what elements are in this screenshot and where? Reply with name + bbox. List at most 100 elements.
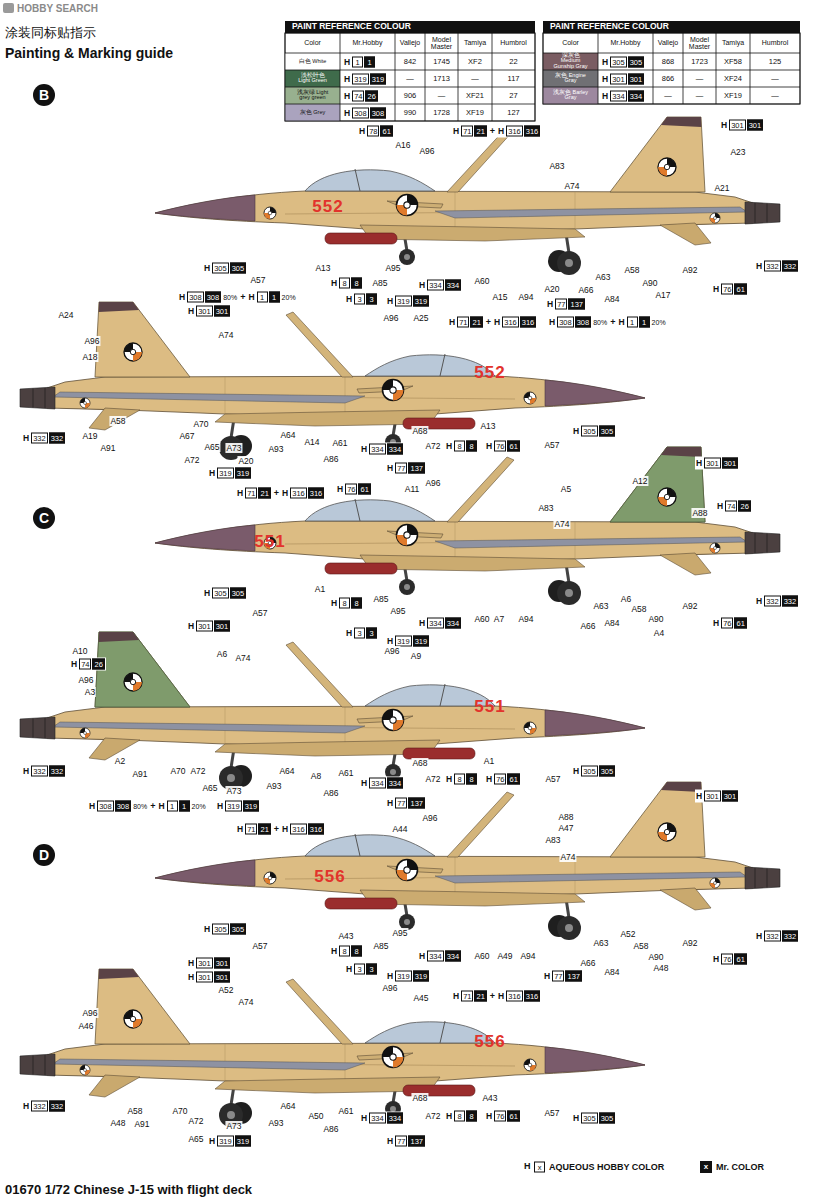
mr-color-code: 319: [413, 636, 430, 647]
table-cell: 1713: [427, 75, 457, 83]
callout-number: A72: [189, 766, 206, 776]
hobby-color-code: 8: [454, 1111, 465, 1122]
paint-prefix: H: [498, 992, 504, 1001]
callout: A10: [71, 646, 88, 656]
callout-number: A20: [543, 284, 560, 294]
callout: A7: [493, 614, 505, 624]
hobby-color-code: 71: [457, 317, 469, 328]
paint-prefix: H: [331, 947, 337, 956]
paint-prefix: H: [331, 599, 337, 608]
mr-color-code: 26: [365, 90, 377, 101]
callout: A15: [491, 292, 508, 302]
callout-number: A92: [681, 265, 698, 275]
table-cell-box: —: [760, 75, 790, 83]
paint-prefix: H: [188, 959, 194, 968]
callout: A20: [543, 284, 560, 294]
callout-number: A13: [314, 263, 331, 273]
hobby-color-code: 316: [502, 317, 519, 328]
table-cell-box: XF58: [718, 58, 748, 66]
paint-prefix: H: [204, 264, 210, 273]
paint-prefix: H: [446, 1112, 452, 1121]
callout: A52: [619, 929, 636, 939]
mr-color-code: 319: [243, 801, 260, 812]
table-cell-box: —: [653, 92, 683, 100]
paint-prefix: H: [361, 779, 367, 788]
callout: A3: [84, 687, 96, 697]
paint-callout: H301301: [187, 305, 231, 318]
table-cell: 1723: [685, 58, 715, 66]
mr-color-code: 301: [214, 621, 231, 632]
mr-color-code: 3: [366, 628, 377, 639]
callout-number: A88: [691, 508, 708, 518]
paint-callout: H7121+H316316: [452, 125, 541, 138]
callout-number: A9: [410, 651, 422, 661]
callout: A12: [631, 476, 648, 486]
table-cell: 868: [653, 58, 683, 66]
callout: A96: [418, 146, 435, 156]
table-cell-box: 868: [653, 58, 683, 66]
table-cell: 白色 White: [295, 59, 331, 65]
paint-prefix: H: [494, 318, 500, 327]
mr-color-code: 332: [782, 931, 799, 942]
paint-callout: H301301: [187, 620, 231, 633]
side-number: 556: [314, 868, 345, 885]
hobby-color-code: 301: [729, 120, 746, 131]
callout-number: A6: [216, 649, 228, 659]
paint-callout: H77137: [386, 797, 426, 810]
paint-prefix: H: [387, 1137, 393, 1146]
callout-number: A57: [544, 774, 561, 784]
hobby-color-code: 334: [427, 951, 444, 962]
hobby-color-code: 334: [427, 280, 444, 291]
paint-callout: H33: [345, 627, 378, 640]
legend-text: AQUEOUS HOBBY COLOR: [549, 1162, 664, 1172]
hobby-color-code: 301: [704, 791, 721, 802]
paint-callout: H7121+H316316: [448, 316, 537, 329]
mr-color-code: 334: [445, 618, 462, 629]
plus-sign: +: [274, 825, 279, 834]
table-cell-box: 1723: [685, 58, 715, 66]
mr-color-code: 26: [92, 659, 104, 670]
callout: A88: [691, 508, 708, 518]
aircraft-profile: [155, 447, 780, 605]
paint-callout: H332332: [22, 765, 66, 778]
hobby-color-code: 301: [196, 621, 213, 632]
hobby-color-code: 8: [339, 278, 350, 289]
table-cell-box: 灰色 Grey: [295, 110, 331, 116]
callout: A4: [653, 628, 665, 638]
callout-number: A2: [114, 756, 126, 766]
table-cell: 浅灰色 Barley Gray: [553, 90, 589, 102]
callout-number: A93: [265, 781, 282, 791]
mr-color-code: 301: [747, 120, 764, 131]
callout-number: A96: [382, 313, 399, 323]
callout: A95: [384, 263, 401, 273]
paint-callout: H301301: [187, 957, 231, 970]
callout: A64: [278, 766, 295, 776]
paint-callout: H7661: [712, 617, 748, 630]
callout-number: A93: [267, 444, 284, 454]
paint-prefix: H: [573, 427, 579, 436]
table-cell-box: XF19: [460, 109, 490, 117]
aircraft-profile: [20, 632, 645, 790]
callout-number: A86: [322, 454, 339, 464]
callout-number: A11: [404, 484, 421, 494]
mr-color-code: 21: [474, 991, 486, 1002]
table-cell-box: 117: [499, 75, 529, 83]
table-cell: 990: [395, 109, 425, 117]
callout: A88: [557, 812, 574, 822]
paint-prefix: H: [713, 955, 719, 964]
callout-number: A92: [681, 938, 698, 948]
callout: A50: [307, 1111, 324, 1121]
heading-text: 涂装同标贴指示: [5, 26, 96, 40]
callout-number: A60: [473, 276, 490, 286]
callout: A90: [647, 614, 664, 624]
callout: A48: [109, 1118, 126, 1128]
callout-number: A3: [84, 687, 96, 697]
table-cell: 1745: [427, 58, 457, 66]
paint-table-frame: [543, 21, 800, 104]
paint-callout: H319319: [208, 1135, 252, 1148]
callout-number: A15: [491, 292, 508, 302]
callout-number: A68: [411, 1093, 428, 1103]
callout: A65: [203, 442, 220, 452]
hobby-color-code: 319: [352, 73, 369, 84]
paint-callout: H305305: [203, 262, 247, 275]
